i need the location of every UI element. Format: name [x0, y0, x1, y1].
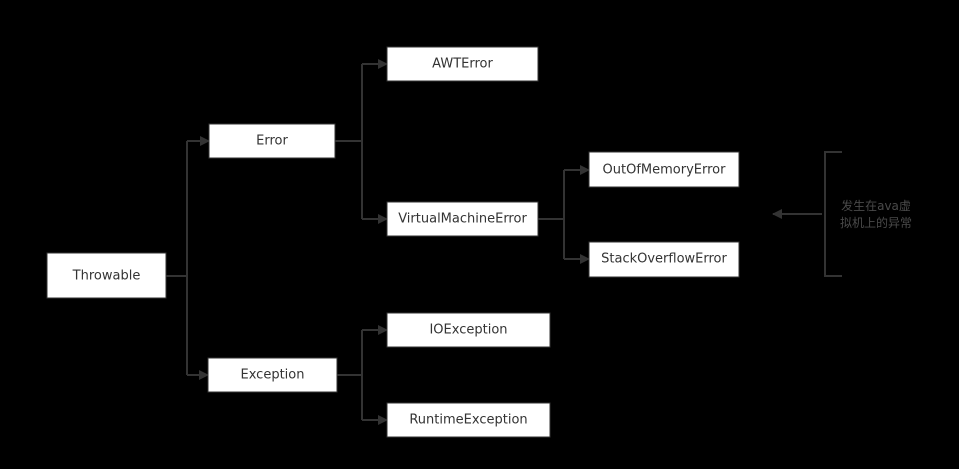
node-out-of-memory-error[interactable]: OutOfMemoryError — [588, 151, 740, 188]
annotation-bracket — [824, 151, 842, 277]
annotation-line-2: 拟机上的异常 — [840, 215, 912, 230]
node-label: StackOverflowError — [601, 252, 727, 267]
node-awt-error[interactable]: AWTError — [386, 46, 539, 82]
node-runtime-exception[interactable]: RuntimeException — [386, 402, 551, 438]
node-label: RuntimeException — [409, 413, 527, 428]
node-error[interactable]: Error — [208, 123, 336, 159]
node-label: IOException — [429, 323, 507, 338]
node-label: AWTError — [432, 57, 493, 72]
annotation-line-1: 发生在ava虚 — [841, 198, 911, 213]
node-throwable[interactable]: Throwable — [46, 252, 167, 299]
node-stack-overflow-error[interactable]: StackOverflowError — [588, 241, 740, 278]
node-label: VirtualMachineError — [398, 212, 527, 227]
annotation-note: 发生在ava虚 拟机上的异常 — [840, 198, 912, 230]
node-io-exception[interactable]: IOException — [386, 312, 551, 348]
connectors — [166, 59, 842, 425]
node-label: Exception — [241, 368, 305, 383]
node-exception[interactable]: Exception — [207, 357, 338, 393]
node-virtual-machine-error[interactable]: VirtualMachineError — [386, 201, 539, 237]
node-label: Error — [256, 134, 288, 149]
node-label: Throwable — [72, 269, 141, 284]
node-label: OutOfMemoryError — [603, 163, 727, 178]
